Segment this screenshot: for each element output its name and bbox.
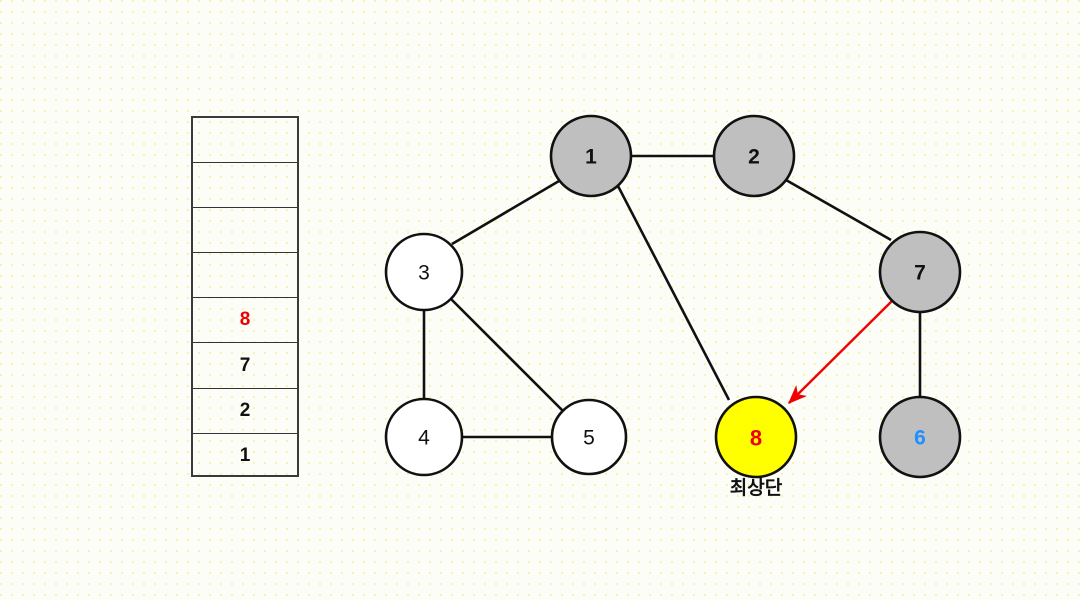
graph-node-6[interactable]: 6: [878, 395, 962, 479]
node-caption-8: 최상단: [730, 477, 783, 499]
traversal-arrow-7-to-8: [787, 300, 893, 405]
graph-node-2[interactable]: 2: [712, 114, 796, 198]
graph-edge-1-8: [616, 185, 731, 401]
graph-node-4[interactable]: 4: [384, 397, 464, 477]
graph-node-3[interactable]: 3: [384, 232, 464, 312]
graph-node-1[interactable]: 1: [549, 114, 633, 198]
graph-node-label-3: 3: [418, 262, 430, 285]
graph-node-circle-3[interactable]: [384, 232, 464, 312]
graph-node-7[interactable]: 7: [878, 230, 962, 314]
graph-node-label-8: 8: [750, 426, 762, 451]
graph-node-circle-4[interactable]: [384, 397, 464, 477]
graph-node-circle-5[interactable]: [550, 398, 628, 476]
graph-node-circle-2[interactable]: [712, 114, 796, 198]
graph-node-label-5: 5: [583, 427, 595, 450]
graph-node-circle-7[interactable]: [878, 230, 962, 314]
stack-cell-value: 7: [193, 343, 297, 389]
graph-edge-3-1: [451, 179, 560, 246]
graph-node-label-1: 1: [585, 146, 597, 169]
stack-cell-value: 1: [239, 445, 251, 467]
graph-node-label-2: 2: [748, 146, 760, 169]
graph-nodes-layer: 1 2 3 7 4 5 8 6: [384, 114, 962, 479]
stack-cell-empty: [193, 118, 297, 164]
stack-cell-value: 8: [193, 298, 297, 344]
graph-edges-layer: [422, 154, 922, 439]
graph-edge-3-5: [450, 298, 564, 412]
graph-arrows-layer: [787, 300, 893, 405]
graph-node-label-6: 6: [914, 427, 926, 450]
graph-node-label-7: 7: [914, 262, 926, 285]
graph-edge-2-7: [785, 178, 892, 242]
graph-node-label-4: 4: [418, 427, 430, 450]
stack-cell-empty: [193, 163, 297, 209]
stack-cell-empty: [193, 253, 297, 299]
graph-node-circle-1[interactable]: [549, 114, 633, 198]
stack-cell-empty: [193, 208, 297, 254]
graph-captions-layer: 최상단: [730, 477, 783, 499]
graph-node-5[interactable]: 5: [550, 398, 628, 476]
graph-node-circle-6[interactable]: [878, 395, 962, 479]
graph-node-8[interactable]: 8: [714, 395, 798, 479]
stack-cell-value: 2: [193, 389, 297, 434]
graph-node-circle-8[interactable]: [714, 395, 798, 479]
